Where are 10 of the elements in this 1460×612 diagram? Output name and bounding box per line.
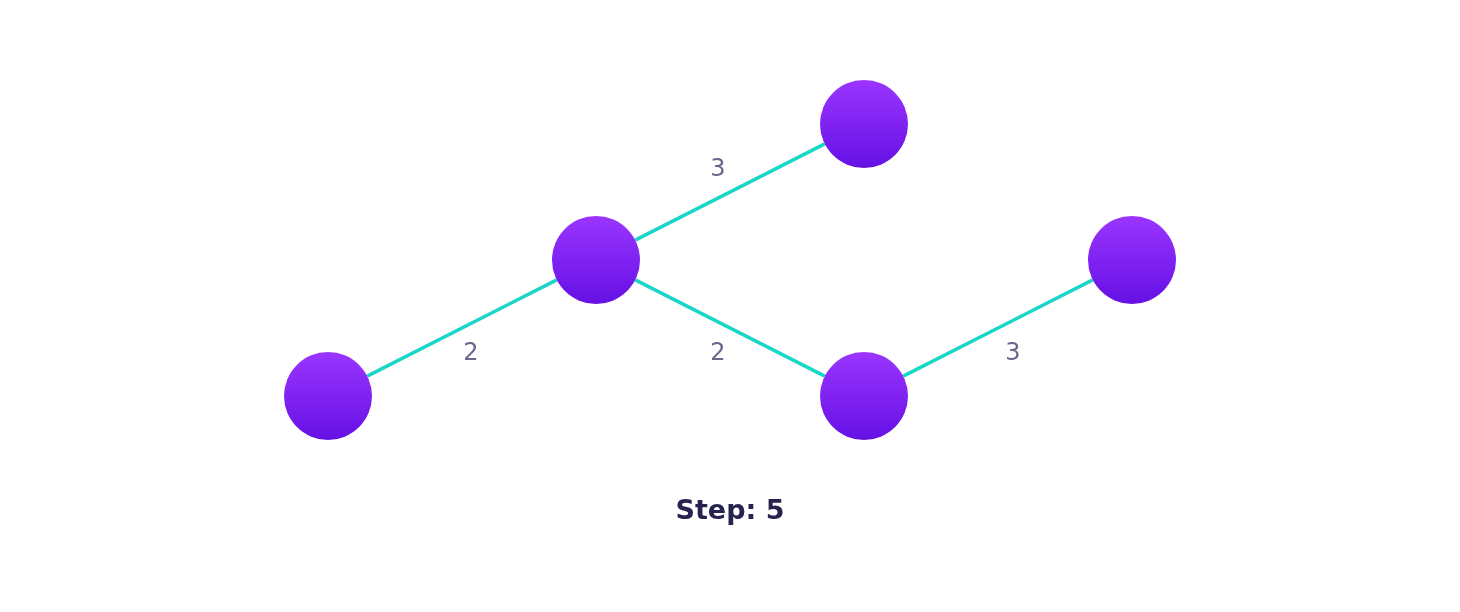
step-counter-text: Step: 5 — [675, 494, 785, 526]
circle-node — [820, 80, 908, 168]
connector-line — [902, 278, 1094, 378]
connector-line — [634, 278, 826, 378]
circle-node — [820, 352, 908, 440]
circle-node — [284, 352, 372, 440]
connector-line — [366, 278, 558, 378]
connector-line — [634, 142, 826, 242]
circle-node — [552, 216, 640, 304]
circle-node — [1088, 216, 1176, 304]
